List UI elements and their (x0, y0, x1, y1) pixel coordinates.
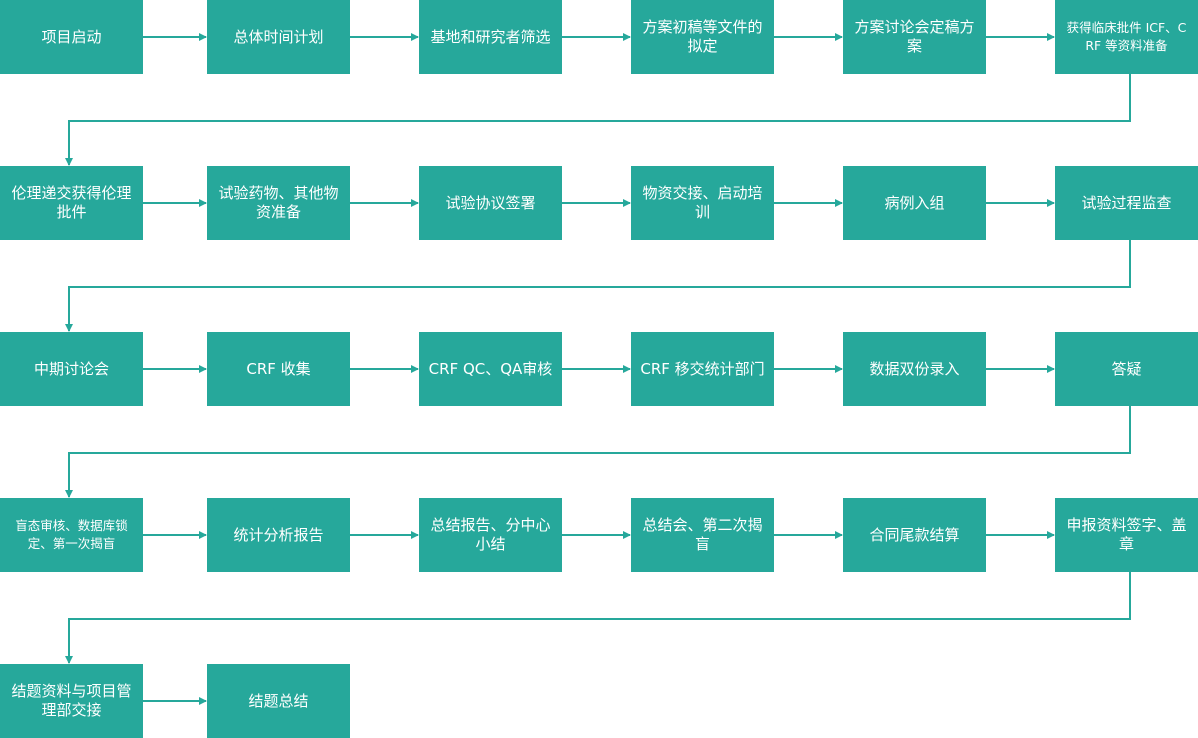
step-contract-final-payment: 合同尾款结算 (843, 498, 986, 572)
step-label: CRF 收集 (246, 359, 311, 378)
step-label: 统计分析报告 (233, 525, 324, 544)
step-protocol-draft: 方案初稿等文件的拟定 (631, 0, 774, 74)
step-query-resolution: 答疑 (1055, 332, 1198, 406)
step-label: 获得临床批件 ICF、CRF 等资料准备 (1066, 20, 1187, 53)
step-submission-sign-seal: 申报资料签字、盖章 (1055, 498, 1198, 572)
step-label: 总结报告、分中心小结 (430, 516, 551, 553)
step-double-data-entry: 数据双份录入 (843, 332, 986, 406)
step-label: 总体时间计划 (233, 27, 324, 46)
step-label: CRF QC、QA审核 (428, 359, 553, 378)
step-label: 项目启动 (41, 27, 102, 46)
step-label: 方案讨论会定稿方案 (854, 18, 975, 55)
step-label: CRF 移交统计部门 (640, 359, 765, 378)
step-label: 结题总结 (248, 691, 309, 710)
step-drug-materials-prep: 试验药物、其他物资准备 (207, 166, 350, 240)
step-label: 方案初稿等文件的拟定 (642, 18, 763, 55)
step-case-enrollment: 病例入组 (843, 166, 986, 240)
step-project-kickoff: 项目启动 (0, 0, 143, 74)
step-summary-report: 总结报告、分中心小结 (419, 498, 562, 572)
step-crf-collection: CRF 收集 (207, 332, 350, 406)
step-overall-timeline: 总体时间计划 (207, 0, 350, 74)
step-label: 数据双份录入 (869, 359, 960, 378)
step-obtain-clinical-approval-icf-crf: 获得临床批件 ICF、CRF 等资料准备 (1055, 0, 1198, 74)
step-label: 物资交接、启动培训 (642, 184, 763, 221)
step-summary-meeting-unblinding: 总结会、第二次揭盲 (631, 498, 774, 572)
step-agreement-signing: 试验协议签署 (419, 166, 562, 240)
return-arrow-row-2 (65, 240, 1131, 332)
step-trial-monitoring: 试验过程监查 (1055, 166, 1198, 240)
step-label: 合同尾款结算 (869, 525, 960, 544)
step-label: 申报资料签字、盖章 (1066, 516, 1187, 553)
step-label: 结题资料与项目管理部交接 (11, 682, 132, 719)
step-ethics-submission-approval: 伦理递交获得伦理批件 (0, 166, 143, 240)
step-crf-transfer-stats: CRF 移交统计部门 (631, 332, 774, 406)
step-protocol-discussion-final: 方案讨论会定稿方案 (843, 0, 986, 74)
step-label: 试验协议签署 (445, 193, 536, 212)
step-label: 基地和研究者筛选 (430, 27, 551, 46)
step-label: 中期讨论会 (33, 359, 109, 378)
step-closing-docs-handover: 结题资料与项目管理部交接 (0, 664, 143, 738)
step-site-investigator-screening: 基地和研究者筛选 (419, 0, 562, 74)
step-materials-handover-training: 物资交接、启动培训 (631, 166, 774, 240)
return-arrow-row-4 (65, 572, 1131, 664)
return-arrow-row-1 (65, 74, 1131, 166)
step-label: 盲态审核、数据库锁定、第一次揭盲 (15, 518, 128, 551)
step-label: 病例入组 (884, 193, 945, 212)
step-label: 答疑 (1111, 359, 1142, 378)
step-statistical-report: 统计分析报告 (207, 498, 350, 572)
step-interim-meeting: 中期讨论会 (0, 332, 143, 406)
step-crf-qc-qa-review: CRF QC、QA审核 (419, 332, 562, 406)
step-blind-review-db-lock: 盲态审核、数据库锁定、第一次揭盲 (0, 498, 143, 572)
step-label: 伦理递交获得伦理批件 (11, 184, 132, 221)
step-label: 试验药物、其他物资准备 (218, 184, 339, 221)
step-closing-summary: 结题总结 (207, 664, 350, 738)
return-arrow-row-3 (65, 406, 1131, 498)
step-label: 试验过程监查 (1081, 193, 1172, 212)
step-label: 总结会、第二次揭盲 (642, 516, 763, 553)
